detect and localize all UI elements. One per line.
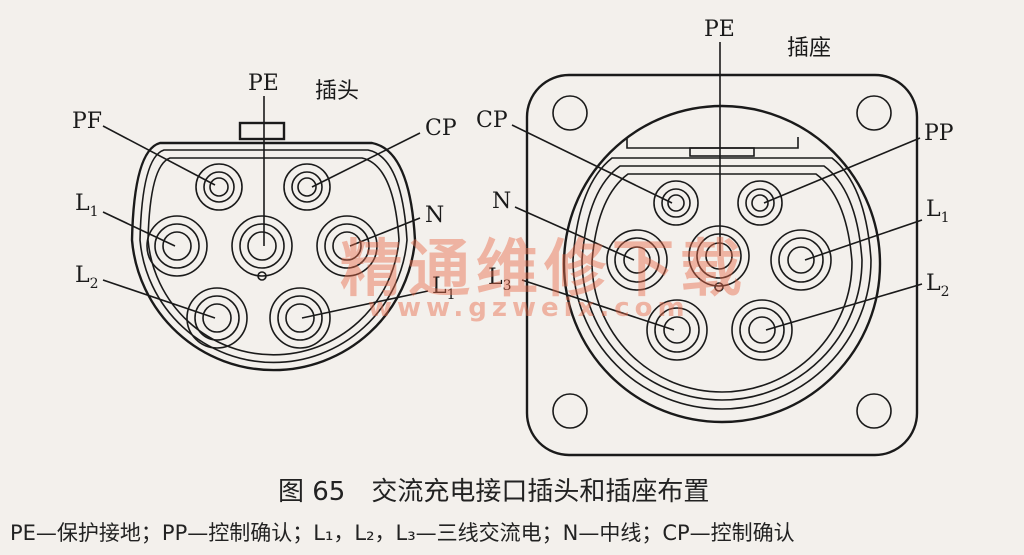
plug-pins [146,163,378,349]
socket-label-l3: L3 [488,265,512,294]
plug-title: 插头 [315,79,359,104]
socket-title: 插座 [787,36,831,61]
socket-label-pe: PE [704,17,735,42]
figure-title: 图 65 交流充电接口插头和插座布置 [278,477,709,507]
socket-label-l1: L1 [926,197,950,226]
socket-drawing: PE 插座 CP PP N L1 L3 L2 [476,17,954,457]
socket-label-pp: PP [924,121,954,146]
watermark-url: www.gzweix.com [368,293,690,323]
plug-label-l1: L1 [75,191,99,220]
socket-pins [606,180,832,361]
figure-legend: PE—保护接地；PP—控制确认；L₁，L₂，L₃—三线交流电；N—中线；CP—控… [10,521,795,545]
plug-leaders [102,96,429,319]
socket-label-cp: CP [476,108,508,133]
socket-label-n: N [492,189,511,214]
plug-label-l1b: L1 [432,274,456,303]
plug-drawing: PE 插头 PF CP L1 N L2 L1 [72,71,457,372]
socket-label-l2: L2 [926,271,950,300]
plug-label-pe: PE [248,71,279,96]
plug-label-n: N [425,203,444,228]
watermark: 精通维修下载 www.gzweix.com [340,232,748,323]
plug-label-cp: CP [425,116,457,141]
plug-label-pf: PF [72,109,102,134]
socket-leaders [511,42,923,331]
plug-label-l2: L2 [75,263,99,292]
watermark-main: 精通维修下载 [340,232,748,305]
